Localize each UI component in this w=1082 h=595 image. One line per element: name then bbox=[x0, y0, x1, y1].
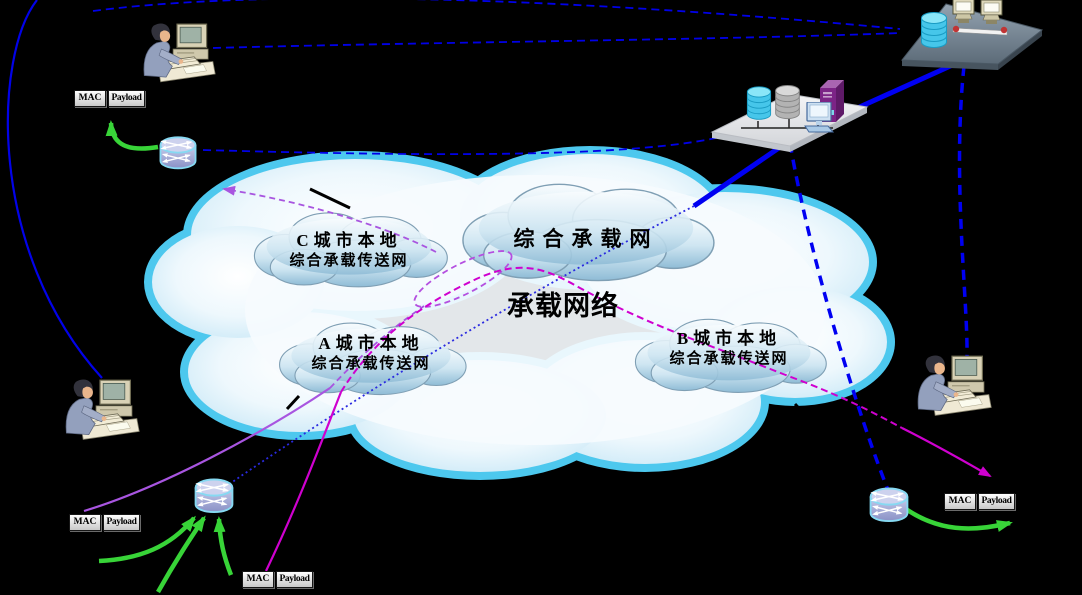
access-tick-c bbox=[309, 187, 351, 210]
desktop-pc-icon bbox=[804, 102, 834, 133]
tunnel-magenta-mid bbox=[340, 266, 903, 429]
access-tick-a bbox=[285, 394, 301, 411]
city-c-line2: 综合承载传送网 bbox=[289, 253, 409, 269]
lan-bus bbox=[741, 119, 833, 129]
access-router-bottom-left bbox=[196, 480, 233, 513]
packet-label-bottom-right: MAC Payload bbox=[944, 493, 1015, 510]
user-workstation-bottom-right bbox=[917, 354, 992, 417]
tunnel-violet-arrow bbox=[222, 185, 437, 253]
server-platform-top-right bbox=[901, 0, 1044, 70]
user-workstation-top-left bbox=[143, 22, 216, 83]
link-router1-platform bbox=[202, 137, 717, 156]
tunnel-violet-tail bbox=[83, 387, 331, 513]
user-workstation-bottom-left bbox=[65, 378, 140, 440]
trunk-platform-cloud bbox=[692, 138, 791, 209]
access-router-bottom-right bbox=[871, 489, 908, 522]
status-dot bbox=[1000, 26, 1008, 34]
city-b-line2: 综合承载传送网 bbox=[669, 351, 789, 367]
access-tick-b bbox=[793, 402, 811, 421]
datacenter-platform-middle-right bbox=[710, 80, 869, 152]
link-top-arc bbox=[92, 0, 901, 30]
database-icon bbox=[921, 12, 947, 48]
payload-field: Payload bbox=[978, 493, 1015, 510]
status-dot bbox=[952, 25, 960, 33]
database-icon bbox=[775, 85, 800, 120]
flow-arrow-in-2 bbox=[156, 515, 206, 594]
payload-field: Payload bbox=[276, 571, 313, 588]
link-workstation1-serverfarm bbox=[212, 32, 901, 49]
trunk-serverfarm-workstation3 bbox=[957, 65, 969, 358]
core-cloud-label: 综合承载网 bbox=[513, 227, 659, 251]
packet-label-bottom-left: MAC Payload bbox=[69, 514, 140, 531]
access-router-top-left bbox=[160, 137, 195, 168]
database-icon bbox=[746, 86, 772, 120]
mac-field: MAC bbox=[242, 571, 274, 588]
flow-arrow-in-3 bbox=[213, 516, 234, 576]
tunnel-violet-mid bbox=[329, 305, 425, 389]
tunnel-lasso-loop bbox=[413, 250, 513, 308]
link-left-arc bbox=[6, 0, 103, 379]
flow-arrow-out bbox=[901, 505, 1013, 532]
city-b-line1: B城市本地 bbox=[676, 329, 782, 348]
city-c-cloud-label: C城市本地 综合承载传送网 bbox=[246, 230, 452, 272]
tunnel-magenta-tail bbox=[265, 391, 343, 572]
trunk-platform-router3 bbox=[788, 142, 890, 491]
city-a-cloud-label: A城市本地 综合承载传送网 bbox=[270, 333, 472, 375]
mac-field: MAC bbox=[74, 90, 106, 107]
payload-field: Payload bbox=[108, 90, 145, 107]
server-bus-bar bbox=[952, 27, 1008, 36]
bearer-network-title: 承载网络 bbox=[507, 291, 619, 321]
link-cloud-router2 bbox=[227, 205, 695, 486]
mac-field: MAC bbox=[69, 514, 101, 531]
city-a-line1: A城市本地 bbox=[318, 334, 424, 353]
city-b-cloud-label: B城市本地 综合承载传送网 bbox=[620, 328, 838, 370]
payload-field: Payload bbox=[103, 514, 140, 531]
packet-label-bottom-center: MAC Payload bbox=[242, 571, 313, 588]
mac-field: MAC bbox=[944, 493, 976, 510]
city-a-line2: 综合承载传送网 bbox=[311, 356, 431, 372]
packet-label-top-left: MAC Payload bbox=[74, 90, 145, 107]
flow-arrow-in-1 bbox=[98, 515, 196, 564]
flow-arrow-to-label1 bbox=[105, 120, 159, 151]
tunnel-magenta-arrow bbox=[901, 427, 992, 477]
city-c-line1: C城市本地 bbox=[296, 231, 402, 250]
